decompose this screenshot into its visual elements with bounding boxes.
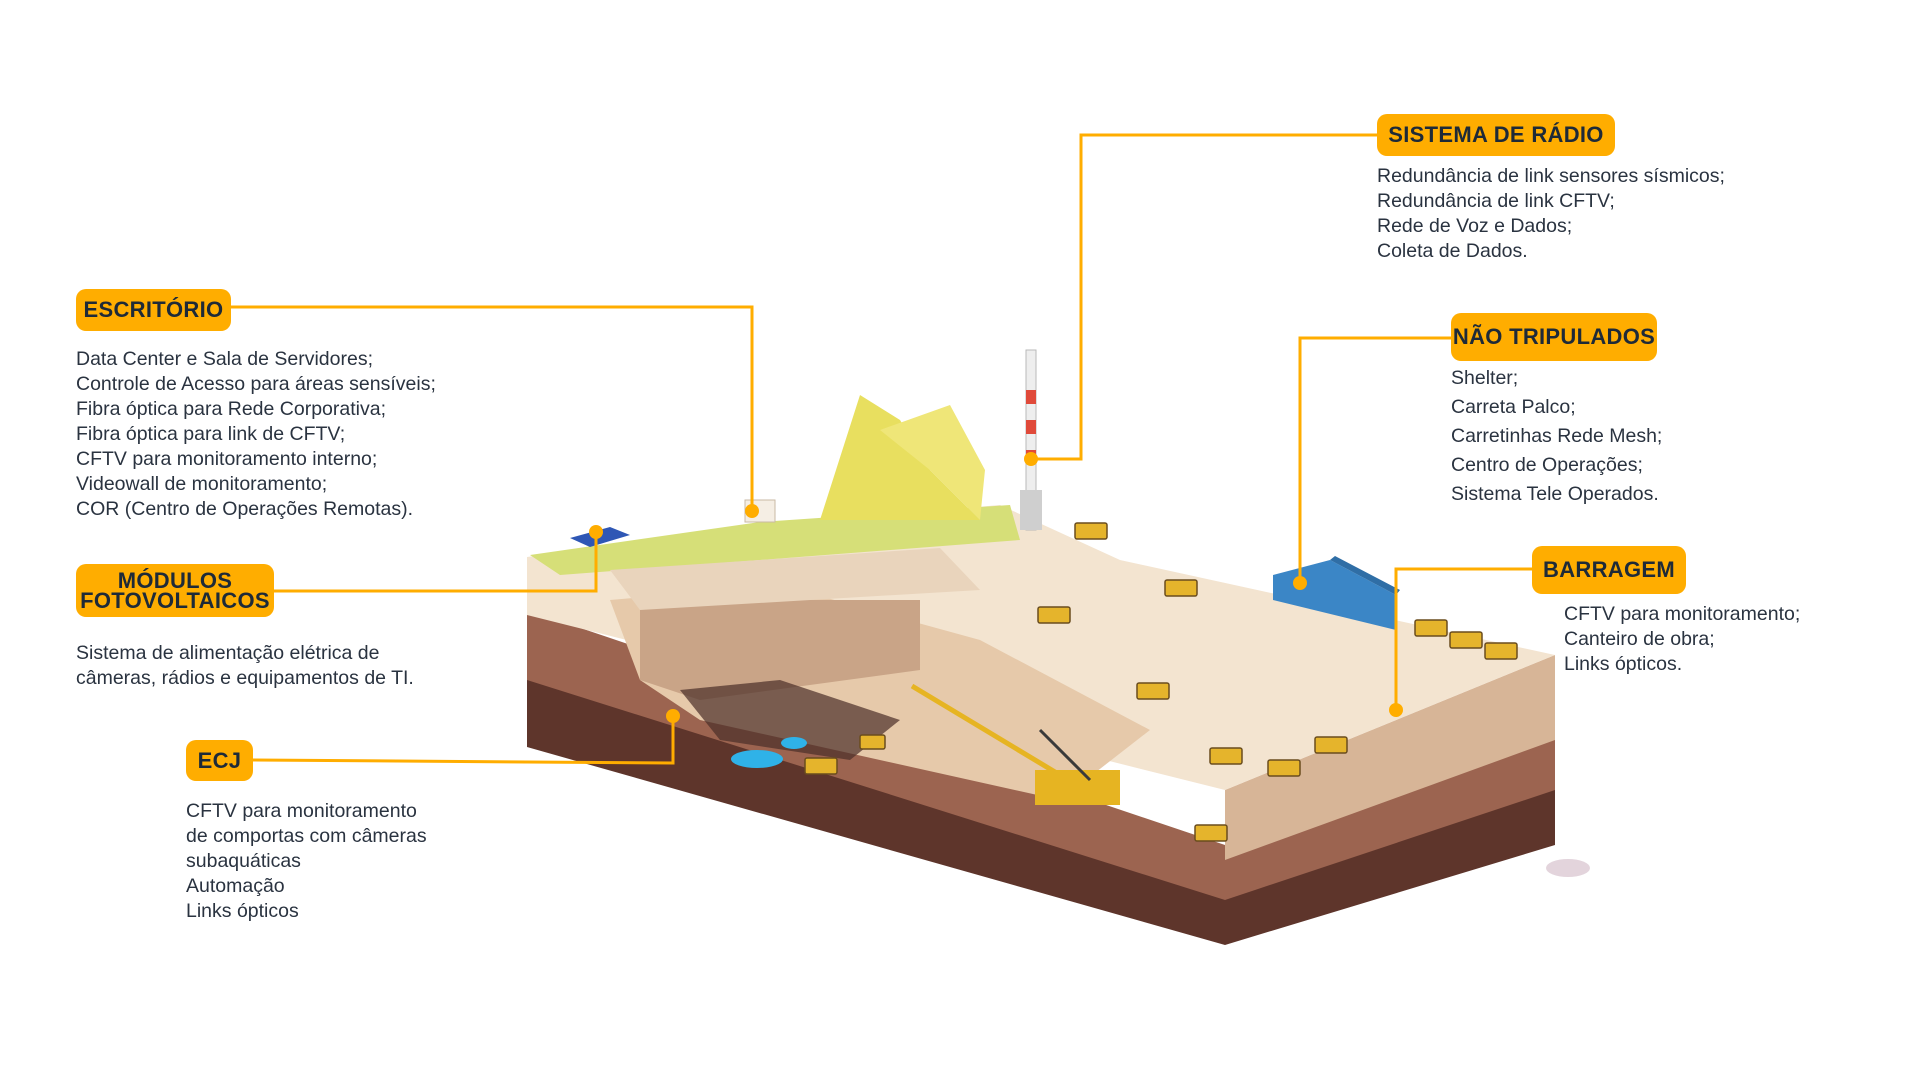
list-item: Coleta de Dados.: [1377, 240, 1528, 262]
grass-plateau: [530, 505, 1020, 575]
ecj-description: CFTV para monitoramento de comportas com…: [186, 799, 427, 924]
escritorio-label: ESCRITÓRIO: [76, 289, 231, 331]
modulos-description: Sistema de alimentação elétrica de câmer…: [76, 641, 414, 691]
excavator: [910, 683, 1120, 805]
list-item: Controle de Acesso para áreas sensíveis;: [76, 373, 436, 395]
list-item: Links ópticos: [186, 900, 299, 922]
list-item: Canteiro de obra;: [1564, 628, 1715, 650]
list-item: Carreta Palco;: [1451, 396, 1576, 418]
list-item: Redundância de link CFTV;: [1377, 190, 1615, 212]
list-item: Data Center e Sala de Servidores;: [76, 348, 373, 370]
list-item: CFTV para monitoramento;: [1564, 603, 1801, 625]
nao-tripulados-connector: [1298, 336, 1451, 583]
radio-system-label: SISTEMA DE RÁDIO: [1377, 114, 1615, 156]
modulos-marker-dot: [589, 525, 603, 539]
label-line: FOTOVOLTAICOS: [80, 587, 270, 613]
list-item: câmeras, rádios e equipamentos de TI.: [76, 667, 414, 689]
list-item: Automação: [186, 875, 285, 897]
hill: [820, 395, 985, 520]
nao-tripulados-description: Shelter; Carreta Palco; Carretinhas Rede…: [1451, 364, 1662, 509]
barragem-connector: [1394, 567, 1532, 710]
ecj-connector: [252, 716, 675, 765]
list-item: Videowall de monitoramento;: [76, 473, 328, 495]
list-item: de comportas com câmeras: [186, 825, 427, 847]
list-item: Links ópticos.: [1564, 653, 1683, 675]
list-item: Sistema de alimentação elétrica de: [76, 642, 380, 664]
terrain-block: [527, 505, 1555, 945]
list-item: Shelter;: [1451, 367, 1519, 389]
radio-system-description: Redundância de link sensores sísmicos; R…: [1377, 164, 1725, 264]
list-item: Sistema Tele Operados.: [1451, 483, 1659, 505]
ecj-label: ECJ: [186, 740, 253, 781]
list-item: CFTV para monitoramento interno;: [76, 448, 378, 470]
modulos-fotovoltaicos-label: MÓDULOS FOTOVOLTAICOS: [76, 564, 274, 617]
list-item: Fibra óptica para Rede Corporativa;: [76, 398, 386, 420]
modulos-connector: [274, 532, 598, 593]
nao-tripulados-label: NÃO TRIPULADOS: [1451, 313, 1657, 361]
escritorio-connector: [231, 305, 754, 511]
radio-connector: [1031, 133, 1377, 461]
upper-terrace: [610, 548, 980, 610]
barragem-marker-dot: [1389, 703, 1403, 717]
pit-wall: [640, 600, 920, 700]
pit-shadow: [680, 680, 900, 760]
list-item: CFTV para monitoramento: [186, 800, 417, 822]
ecj-marker-dot: [666, 709, 680, 723]
rock-shadow: [1546, 859, 1590, 877]
escritorio-description: Data Center e Sala de Servidores; Contro…: [76, 347, 436, 522]
list-item: Centro de Operações;: [1451, 454, 1643, 476]
list-item: Rede de Voz e Dados;: [1377, 215, 1573, 237]
list-item: Redundância de link sensores sísmicos;: [1377, 165, 1725, 187]
barragem-label: BARRAGEM: [1532, 546, 1686, 594]
water: [731, 737, 807, 768]
list-item: subaquáticas: [186, 850, 301, 872]
list-item: Fibra óptica para link de CFTV;: [76, 423, 346, 445]
list-item: Carretinhas Rede Mesh;: [1451, 425, 1663, 447]
barragem-description: CFTV para monitoramento; Canteiro de obr…: [1564, 602, 1800, 677]
list-item: COR (Centro de Operações Remotas).: [76, 498, 414, 520]
haul-trucks: [804, 522, 1518, 842]
radio-marker-dot: [1024, 452, 1038, 466]
right-face: [1225, 655, 1555, 860]
escritorio-marker-dot: [745, 504, 759, 518]
nao-tripulados-marker-dot: [1293, 576, 1307, 590]
label-line: MÓDULOS: [117, 567, 233, 593]
